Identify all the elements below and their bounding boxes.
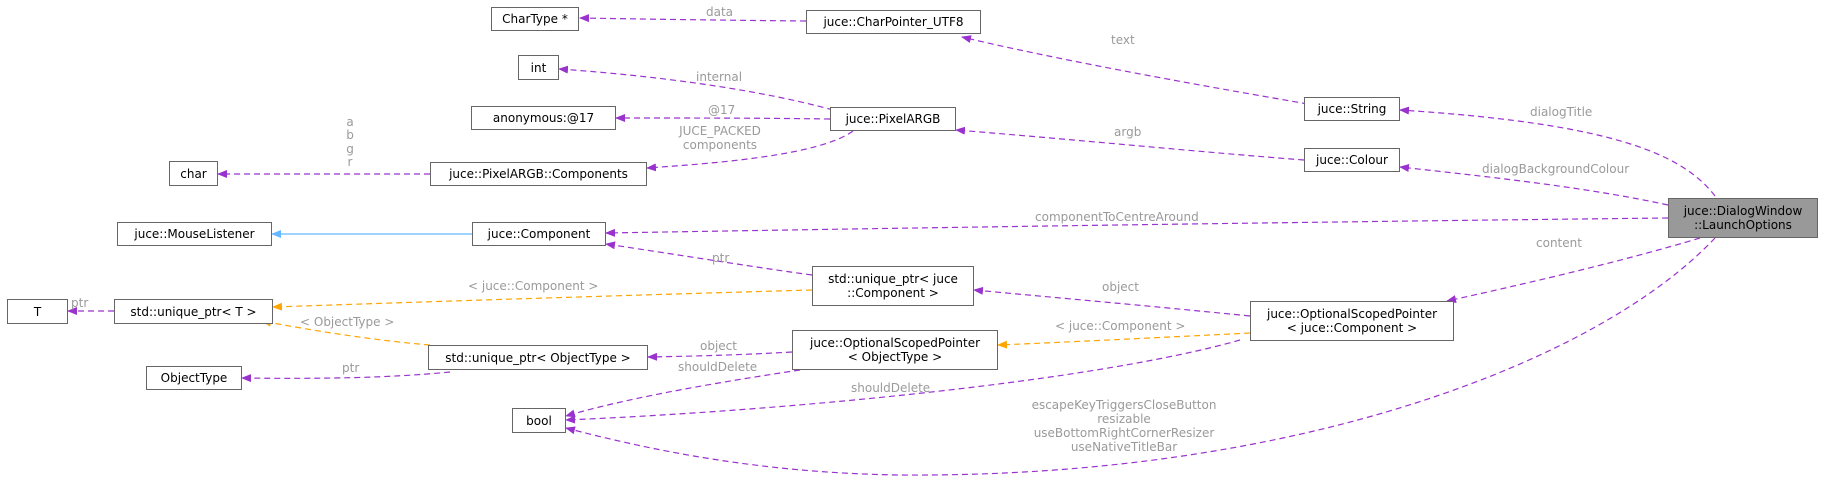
- edge-colour-to-pixelargb: [955, 126, 1305, 161]
- edge-optionalscopedobj-to-bool: [565, 369, 801, 418]
- node-chartype-ptr[interactable]: CharType *: [491, 7, 579, 31]
- edge-label-content: content: [1536, 236, 1582, 250]
- edge-label-should-delete-2: shouldDelete: [851, 381, 930, 395]
- node-optionalscopedpointer-objecttype[interactable]: juce::OptionalScopedPointer < ObjectType…: [792, 330, 998, 370]
- edge-label-text: text: [1111, 33, 1135, 47]
- edge-label-should-delete-1: shouldDelete: [678, 360, 757, 374]
- edge-label-dialog-background-colour: dialogBackgroundColour: [1482, 162, 1629, 176]
- edge-label-object-1: object: [1102, 280, 1139, 294]
- edge-pixelargb-to-components: [646, 130, 854, 172]
- node-anonymous-17[interactable]: anonymous:@17: [471, 106, 616, 130]
- edge-pixelargb-to-anonymous: [615, 114, 831, 123]
- edge-label-dialog-title: dialogTitle: [1530, 105, 1592, 119]
- edge-string-to-charpointer: [961, 35, 1309, 105]
- edge-pixelargb-to-int: [558, 65, 834, 111]
- edge-label-internal: internal: [696, 70, 742, 84]
- edge-launchoptions-to-colour: [1399, 164, 1669, 206]
- edge-label-tpl-objecttype: < ObjectType >: [300, 315, 394, 329]
- edge-label-abgr-r: r: [348, 155, 353, 169]
- edge-launchoptions-to-bool: [565, 237, 1716, 476]
- edge-optionalscoped-to-bool: [565, 339, 1241, 424]
- edge-label-argb: argb: [1114, 125, 1141, 139]
- edge-label-abgr-g: g: [346, 142, 354, 156]
- edge-uniqueptrobj-to-objecttype: [241, 371, 451, 383]
- node-unique-ptr-component[interactable]: std::unique_ptr< juce ::Component >: [812, 266, 974, 306]
- node-string[interactable]: juce::String: [1304, 97, 1400, 121]
- edge-label-data: data: [706, 5, 733, 19]
- edge-label-tpl-juce-component-1: < juce::Component >: [468, 279, 598, 293]
- edge-label-ptr-component: ptr: [712, 251, 729, 265]
- edge-uniqueptrcomp-template-uniqueptrt: [272, 289, 813, 311]
- node-unique-ptr-objecttype[interactable]: std::unique_ptr< ObjectType >: [428, 345, 648, 370]
- node-char[interactable]: char: [169, 161, 218, 186]
- edge-label-resizable: resizable: [1097, 412, 1151, 426]
- node-bool[interactable]: bool: [512, 408, 566, 433]
- edge-label-use-bottom-right: useBottomRightCornerResizer: [1034, 426, 1215, 440]
- edge-optionalscoped-template-optionalscopedobj: [997, 332, 1251, 349]
- edge-launchoptions-to-component: [605, 217, 1669, 237]
- edge-optionalscoped-to-uniqueptrcomp: [973, 286, 1251, 317]
- edge-uniqueptrobj-template-uniqueptrt: [261, 318, 431, 346]
- node-objecttype[interactable]: ObjectType: [146, 366, 242, 390]
- edge-charpointer-to-chartype: [579, 14, 807, 23]
- node-dialogwindow-launchoptions[interactable]: juce::DialogWindow ::LaunchOptions: [1668, 198, 1818, 238]
- edge-label-at17: @17: [708, 103, 735, 117]
- edge-label-abgr-b: b: [346, 128, 354, 142]
- node-optionalscopedpointer-component[interactable]: juce::OptionalScopedPointer < juce::Comp…: [1250, 301, 1454, 341]
- edge-optionalscopedobj-to-uniqueptrobj: [647, 351, 793, 361]
- edge-launchoptions-to-string: [1399, 106, 1716, 197]
- edge-launchoptions-to-optionalscoped: [1446, 237, 1701, 303]
- edge-label-ptr-t: ptr: [71, 296, 88, 310]
- edge-label-tpl-juce-component-2: < juce::Component >: [1055, 319, 1185, 333]
- edge-label-object-2: object: [700, 339, 737, 353]
- edge-label-ptr-objecttype: ptr: [342, 361, 359, 375]
- node-charpointer-utf8[interactable]: juce::CharPointer_UTF8: [806, 10, 981, 34]
- edge-label-use-native-title-bar: useNativeTitleBar: [1071, 440, 1177, 454]
- node-pixelargb[interactable]: juce::PixelARGB: [830, 107, 956, 131]
- node-colour[interactable]: juce::Colour: [1304, 148, 1400, 172]
- node-int[interactable]: int: [518, 55, 559, 80]
- node-mouselistener[interactable]: juce::MouseListener: [117, 222, 272, 246]
- edge-uniqueptrcomp-to-component: [605, 241, 813, 276]
- edge-label-juce-packed: JUCE_PACKED: [678, 124, 761, 138]
- node-t[interactable]: T: [7, 299, 68, 324]
- edge-label-escape-key: escapeKeyTriggersCloseButton: [1032, 398, 1217, 412]
- node-component[interactable]: juce::Component: [472, 222, 606, 246]
- node-unique-ptr-t[interactable]: std::unique_ptr< T >: [114, 299, 273, 324]
- edge-label-abgr-a: a: [346, 115, 353, 129]
- edge-label-component-to-centre-around: componentToCentreAround: [1035, 210, 1199, 224]
- node-pixelargb-components[interactable]: juce::PixelARGB::Components: [430, 162, 647, 186]
- edge-label-components: components: [683, 138, 757, 152]
